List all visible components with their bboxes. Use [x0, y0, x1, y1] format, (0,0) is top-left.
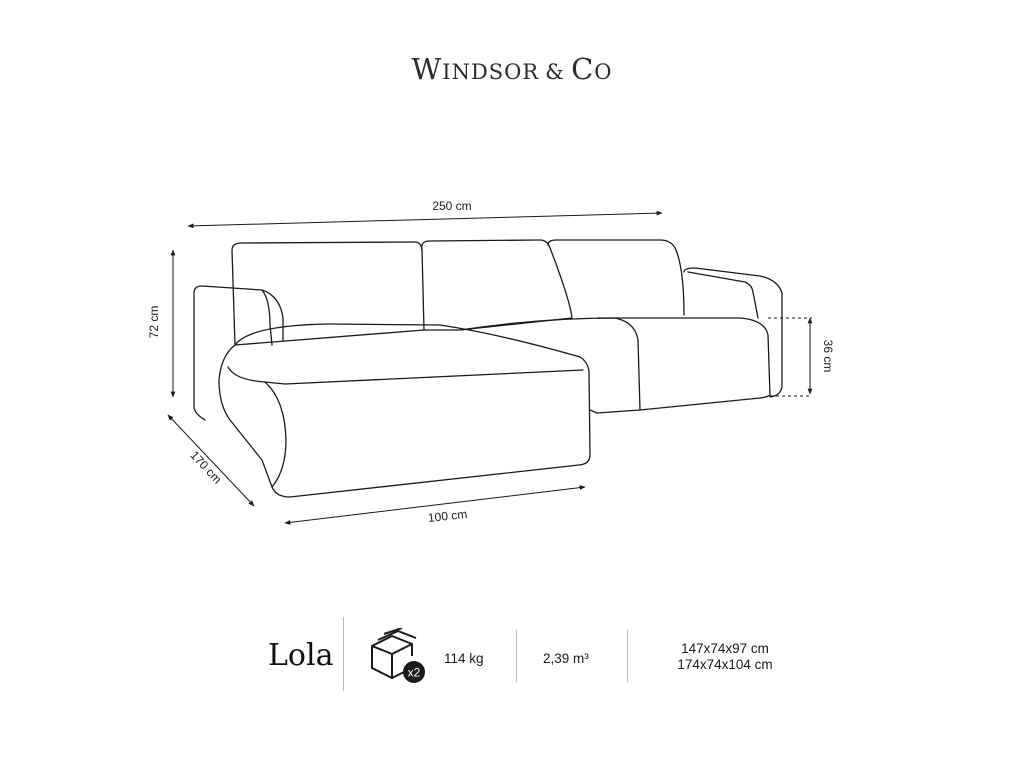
box-stack-icon: x2 — [371, 628, 425, 683]
left-arm-inner — [261, 289, 273, 346]
divider — [627, 630, 628, 682]
weight-value: 114 kg — [444, 651, 484, 666]
chaise-seat — [218, 323, 591, 498]
seat-cushion-right — [597, 317, 771, 411]
back-cushion-middle — [421, 239, 573, 331]
chaise-front-edge — [227, 366, 584, 385]
product-name: Lola — [268, 638, 334, 673]
package-size-1: 147x74x97 cm — [681, 641, 769, 656]
right-armrest — [683, 267, 783, 398]
volume-value: 2,39 m³ — [543, 651, 589, 666]
back-cushion-left — [231, 241, 425, 346]
height-label: 72 cm — [147, 306, 161, 339]
seat-height-label: 36 cm — [821, 340, 835, 373]
dimension-lines — [167, 210, 813, 525]
chaise-width-dimension-line — [284, 485, 586, 525]
right-arm-inner — [687, 271, 759, 319]
width-label: 250 cm — [432, 199, 471, 213]
packages-badge: x2 — [408, 666, 421, 680]
width-dimension-line — [187, 210, 663, 229]
divider — [343, 617, 344, 691]
package-size-2: 174x74x104 cm — [677, 657, 773, 672]
depth-label: 170 cm — [187, 448, 224, 486]
brand-logo: WINDSOR & CO — [411, 52, 613, 86]
seat-cushion-middle — [459, 317, 641, 414]
divider — [516, 630, 517, 682]
chaise-corner — [264, 381, 287, 488]
left-armrest — [193, 285, 284, 421]
chaise-width-label: 100 cm — [427, 507, 468, 525]
back-cushion-right — [547, 239, 685, 316]
sofa-outline — [193, 239, 783, 498]
depth-dimension-line — [167, 414, 255, 507]
package-dimensions: 147x74x97 cm 174x74x104 cm — [655, 641, 795, 673]
